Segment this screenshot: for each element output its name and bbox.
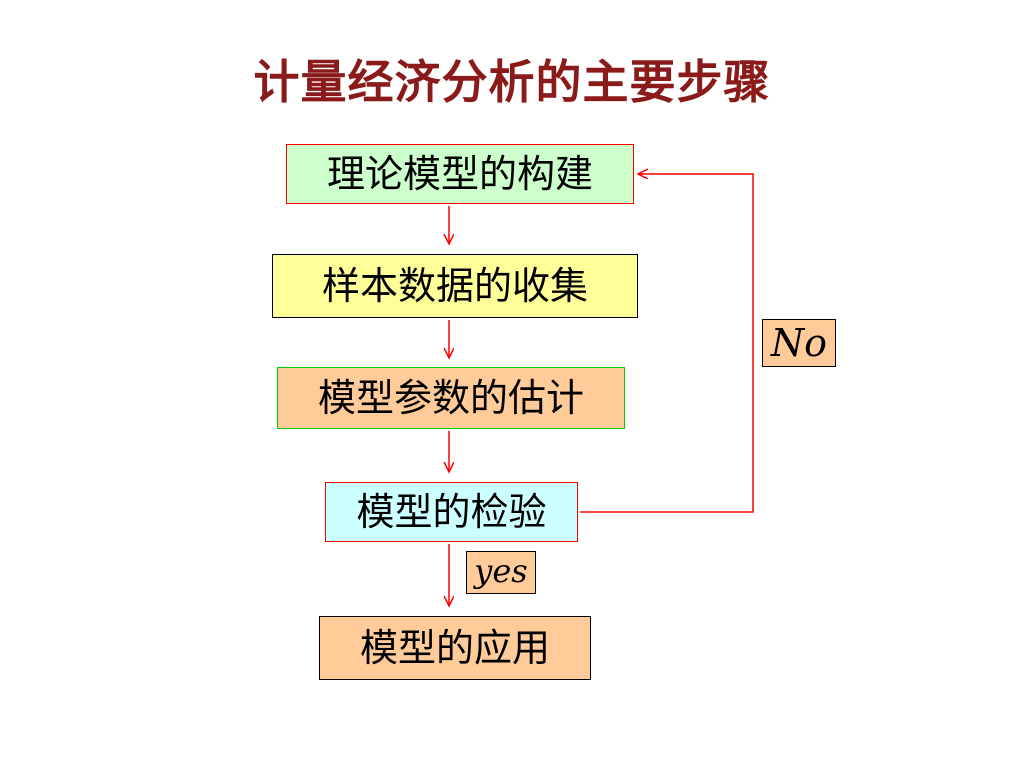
decision-yes-label: yes [466, 551, 536, 594]
step-model-testing: 模型的检验 [325, 482, 578, 542]
feedback-arrow-no [580, 174, 754, 513]
decision-no-label: No [762, 319, 836, 367]
step-model-application: 模型的应用 [319, 616, 591, 680]
page-title: 计量经济分析的主要步骤 [253, 55, 771, 109]
step-parameter-estimation: 模型参数的估计 [277, 367, 625, 429]
step-theory-model-construction: 理论模型的构建 [286, 144, 634, 204]
step-sample-data-collection: 样本数据的收集 [272, 254, 638, 318]
